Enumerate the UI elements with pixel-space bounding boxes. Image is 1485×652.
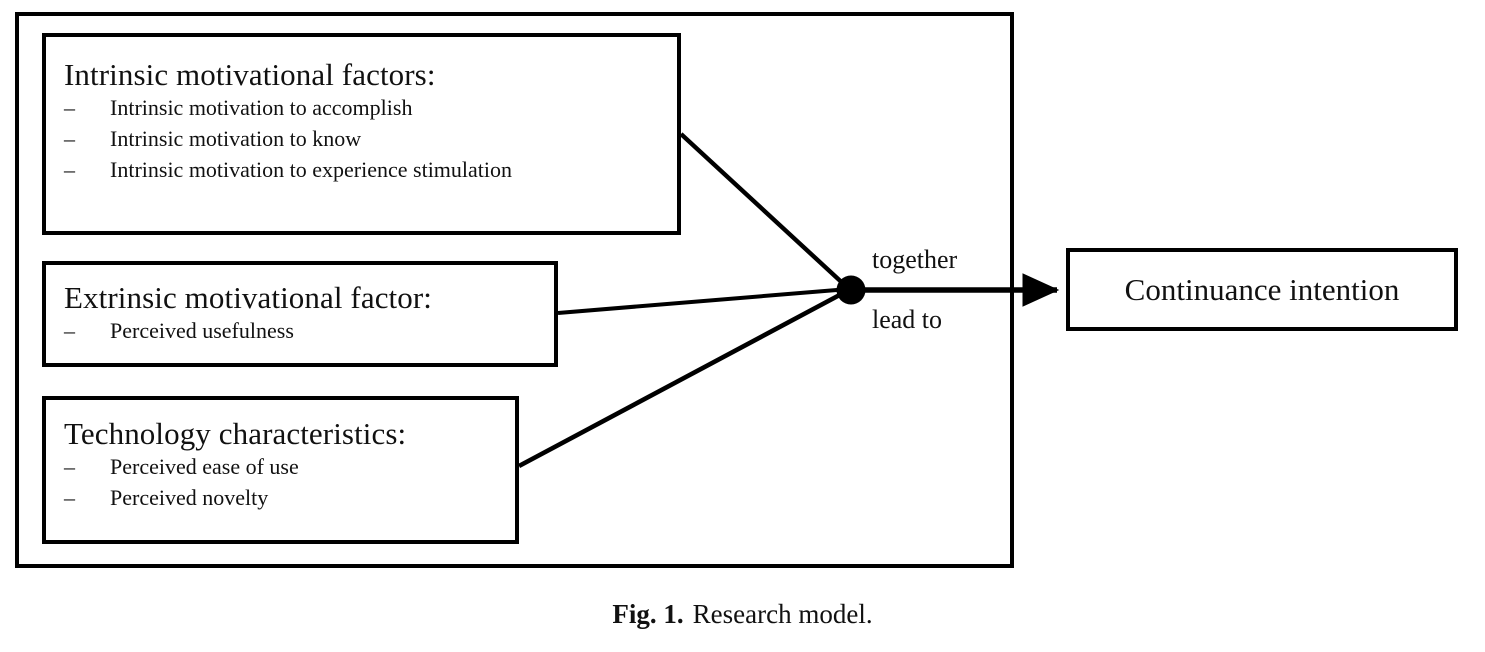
construct-box-technology-characteristics[interactable]: Technology characteristics: – Perceived …	[42, 396, 519, 544]
outcome-box-label: Continuance intention	[1124, 271, 1400, 307]
list-item: – Intrinsic motivation to experience sti…	[64, 154, 677, 185]
bullet-dash-icon: –	[64, 318, 75, 343]
bullet-list-technology: – Perceived ease of use – Perceived nove…	[64, 451, 515, 513]
list-item-label: Intrinsic motivation to know	[110, 126, 362, 151]
bullet-dash-icon: –	[64, 157, 75, 182]
list-item: – Intrinsic motivation to accomplish	[64, 92, 677, 123]
box-content: Technology characteristics: – Perceived …	[46, 400, 515, 513]
figure-caption: Fig. 1. Research model.	[0, 598, 1485, 630]
construct-box-intrinsic-motivational-factors[interactable]: Intrinsic motivational factors: – Intrin…	[42, 33, 681, 235]
list-item: – Perceived ease of use	[64, 451, 515, 482]
construct-box-extrinsic-motivational-factor[interactable]: Extrinsic motivational factor: – Perceiv…	[42, 261, 558, 367]
box-heading-technology: Technology characteristics:	[64, 416, 407, 451]
junction-label-lead-to: lead to	[872, 305, 943, 334]
antecedents-grouping-container	[15, 12, 1014, 568]
list-item-label: Perceived ease of use	[110, 454, 299, 479]
list-item-label: Intrinsic motivation to accomplish	[110, 95, 413, 120]
bullet-list-intrinsic: – Intrinsic motivation to accomplish – I…	[64, 92, 677, 185]
construct-box-continuance-intention[interactable]: Continuance intention	[1066, 248, 1458, 331]
box-heading-extrinsic: Extrinsic motivational factor:	[64, 280, 433, 315]
box-content: Intrinsic motivational factors: – Intrin…	[46, 37, 677, 185]
list-item-label: Intrinsic motivation to experience stimu…	[110, 157, 513, 182]
box-content: Extrinsic motivational factor: – Perceiv…	[46, 265, 554, 346]
list-item: – Intrinsic motivation to know	[64, 123, 677, 154]
list-item: – Perceived usefulness	[64, 315, 554, 346]
junction-label-together: together	[872, 245, 958, 274]
bullet-dash-icon: –	[64, 454, 75, 479]
caption-label: Fig. 1.	[612, 599, 684, 629]
box-heading-intrinsic: Intrinsic motivational factors:	[64, 57, 436, 92]
bullet-dash-icon: –	[64, 95, 75, 120]
bullet-list-extrinsic: – Perceived usefulness	[64, 315, 554, 346]
bullet-dash-icon: –	[64, 126, 75, 151]
bullet-dash-icon: –	[64, 485, 75, 510]
list-item: – Perceived novelty	[64, 482, 515, 513]
list-item-label: Perceived usefulness	[110, 318, 294, 343]
caption-text: Research model.	[692, 599, 873, 629]
list-item-label: Perceived novelty	[110, 485, 269, 510]
